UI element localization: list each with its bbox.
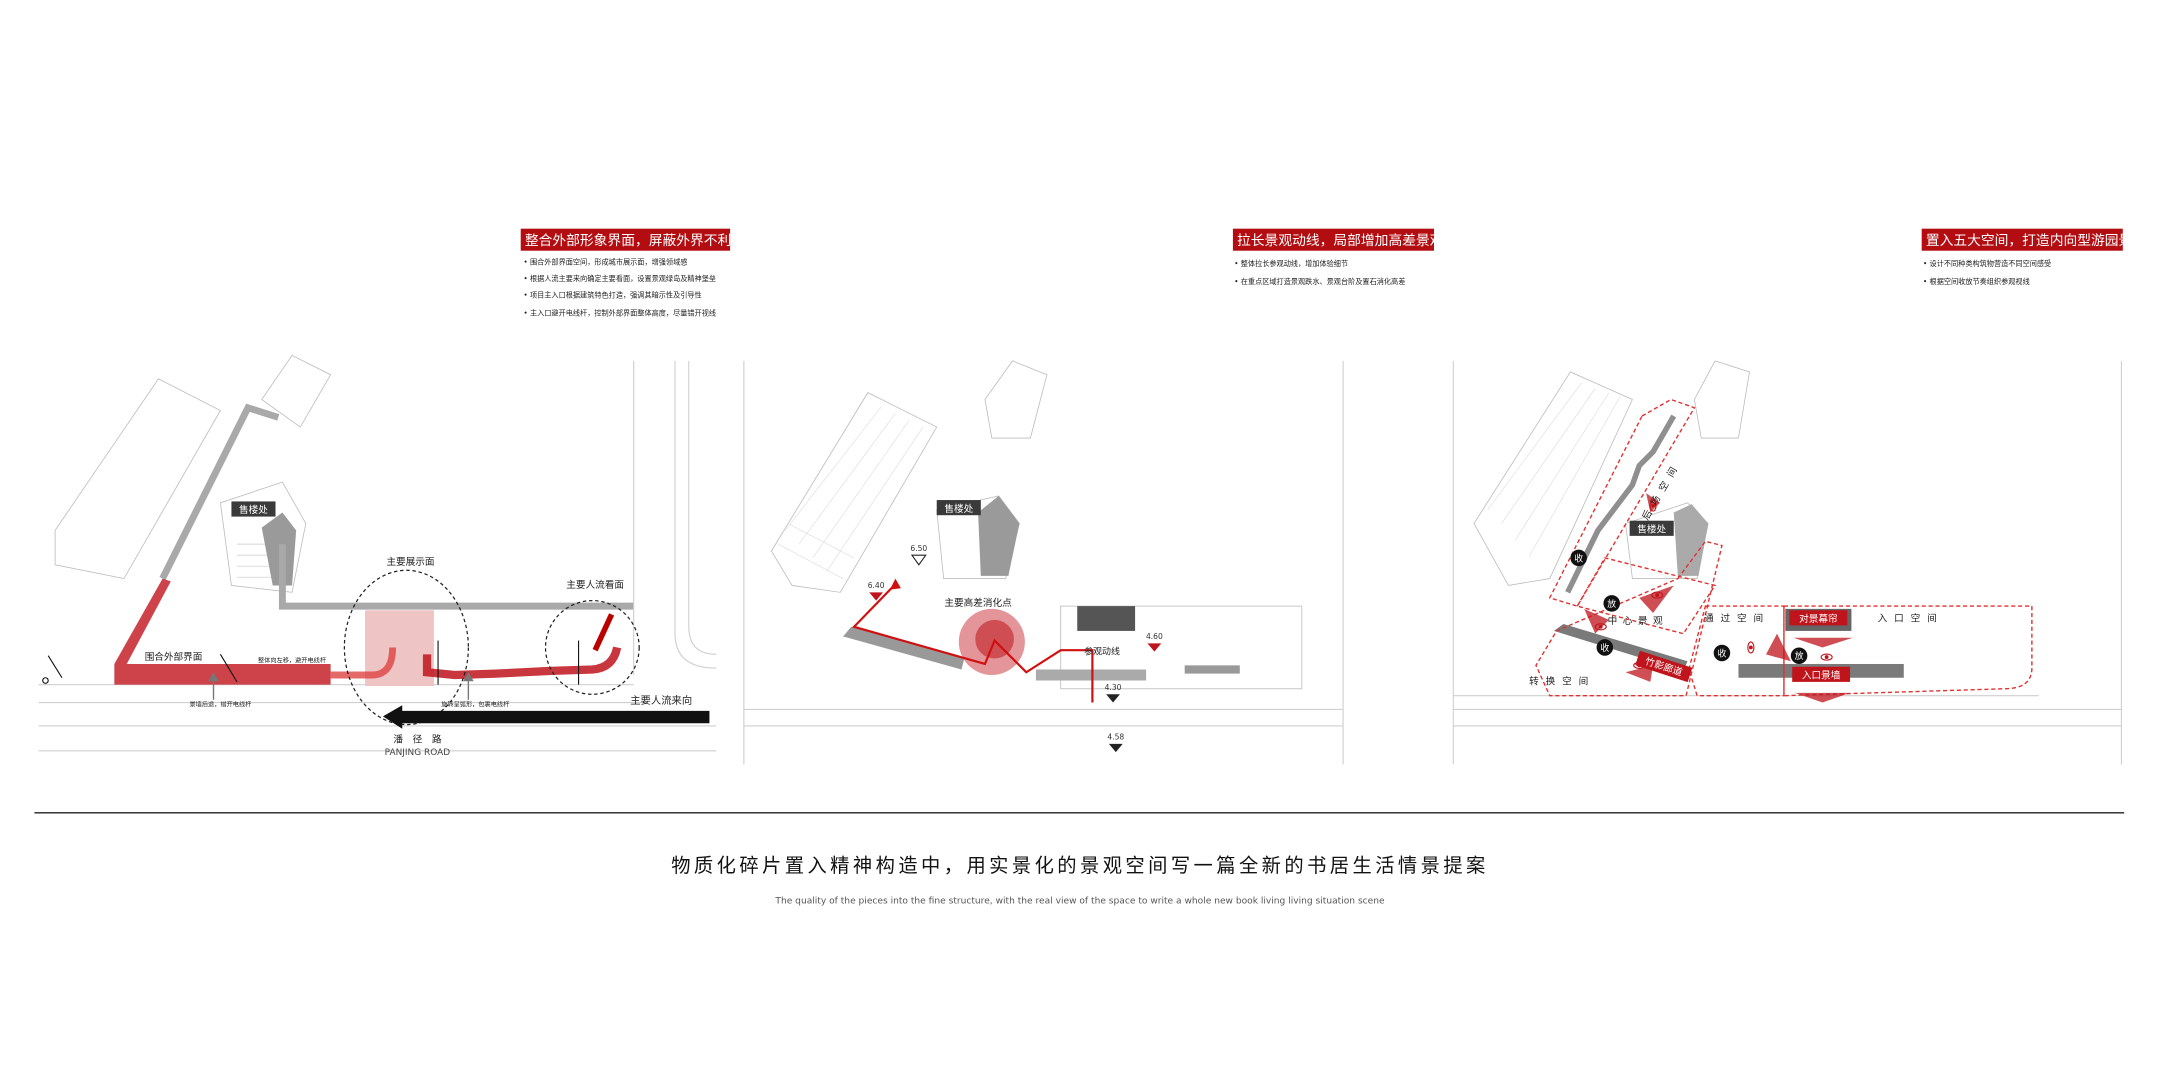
flow-direction-label: 主要人流来向: [630, 694, 692, 707]
bamboo-corridor-tag: [1635, 650, 1693, 683]
flow-arrow: [382, 705, 710, 729]
svg-text:收: 收: [1717, 647, 1726, 659]
road-name-en: PANJING ROAD: [385, 748, 451, 758]
elevation-marker: [910, 554, 927, 566]
residential-building: [770, 392, 938, 593]
svg-text:放: 放: [1795, 650, 1804, 662]
back-space-zone: [1548, 398, 1696, 607]
display-circle: [343, 569, 469, 726]
pavilion: [1077, 606, 1136, 631]
panel-1: 整合外部形象界面，屏蔽外界不利因素 • 围合外部界面空间，形成城市展示面，增强领…: [38, 228, 759, 758]
grey-path: [278, 544, 634, 610]
shou-marker: 收: [1570, 549, 1587, 567]
enclosure-label: 围合外部界面: [145, 651, 203, 663]
panel-1-text-block: 整合外部形象界面，屏蔽外界不利因素 • 围合外部界面空间，形成城市展示面，增强领…: [520, 228, 759, 317]
grey-path: [159, 403, 280, 581]
pass-space-zone: [1688, 605, 1785, 697]
panel-title: 置入五大空间，打造内向型游园景观: [1926, 232, 2146, 249]
bullet: • 整体拉长参观动线，增加体验细节: [1234, 259, 1348, 268]
enclosure-wall: [114, 578, 331, 685]
road-name-cn: 潘 径 路: [393, 734, 441, 746]
svg-text:收: 收: [1600, 642, 1609, 654]
rotate-arc-label: 旋转呈弧形，包裹电线杆: [441, 701, 509, 709]
sales-office-label: 售楼处: [1637, 523, 1666, 535]
bullet: • 根据空间收放节奏组织参观视线: [1923, 277, 2030, 286]
entry-space-zone: [1783, 605, 2033, 697]
sight-fans: [1584, 493, 1853, 703]
shift-left-label: 整体向左移，避开电线杆: [258, 657, 326, 665]
site-plan-3: 收 放 收 收 放 后场空间 售楼处 中心景观 通过空间 对景幕帘 入口空间 竹…: [1452, 360, 2122, 765]
title-bar: [1921, 228, 2123, 251]
elevation-label: 4.60: [1146, 632, 1163, 641]
footer-subtitle: The quality of the pieces into the fine …: [774, 897, 1385, 907]
visit-route: [852, 583, 1094, 703]
sales-office-label: 售楼处: [239, 504, 268, 516]
entry-space-label: 入口空间: [1878, 612, 1944, 624]
elevation-label: 4.30: [1105, 683, 1122, 692]
residential-building: [984, 360, 1048, 439]
shou-marker: 收: [1596, 639, 1614, 656]
bullet: • 设计不同种类构筑物营造不同空间感受: [1923, 259, 2051, 268]
panel-2-text-block: 拉长景观动线，局部增加高差景观 • 整体拉长参观动线，增加体验细节 • 在重点区…: [1232, 228, 1444, 286]
footer-title: 物质化碎片置入精神构造中，用实景化的景观空间写一篇全新的书居生活情景提案: [671, 854, 1489, 877]
entry-wall-label: 入口景墙: [1802, 669, 1841, 681]
height-point-label: 主要高差消化点: [944, 597, 1012, 609]
main-display-label: 主要展示面: [386, 556, 434, 568]
residential-building: [1693, 360, 1750, 439]
svg-text:收: 收: [1574, 552, 1583, 564]
entry-wall-tag: [1792, 666, 1851, 682]
view-curtain-tag: [1789, 610, 1848, 626]
fang-marker: 放: [1603, 595, 1620, 612]
elevation-marker: [1147, 643, 1162, 652]
pass-space-label: 通过空间: [1704, 612, 1770, 624]
sales-office-tag: [936, 500, 981, 516]
elevation-label: 6.40: [868, 581, 885, 590]
fang-marker: 放: [1790, 647, 1808, 664]
sales-office-label: 售楼处: [944, 503, 973, 515]
panel-2: 拉长景观动线，局部增加高差景观 • 整体拉长参观动线，增加体验细节 • 在重点区…: [743, 228, 1444, 765]
residential-building: [1473, 371, 1633, 586]
panel-3: 置入五大空间，打造内向型游园景观 • 设计不同种类构筑物营造不同空间感受 • 根…: [1452, 228, 2146, 765]
bullet: • 主入口避开电线杆，控制外部界面整体高度，尽量错开视线: [523, 308, 716, 317]
transition-zone: [1535, 540, 1723, 697]
elevation-marker: [1106, 694, 1120, 703]
bullet: • 在重点区域打造景观跌水、景观台阶及置石消化高差: [1234, 277, 1405, 286]
bullet: • 项目主入口根据建筑特色打造，强调其暗示性及引导性: [523, 291, 701, 300]
bullet: • 围合外部界面空间，形成城市展示面，增强领域感: [523, 257, 687, 266]
shou-marker: 收: [1713, 644, 1731, 662]
bullet: • 根据人流主要来向确定主要看面，设置景观绿岛及精神堡垒: [523, 274, 716, 283]
sales-office-tag: [231, 501, 276, 517]
center-landscape-label: 中心景观: [1608, 615, 1669, 627]
view-curtain-label: 对景幕帘: [1799, 613, 1838, 625]
transition-space-label: 转换空间: [1529, 676, 1595, 688]
title-bar: [1232, 228, 1435, 251]
svg-text:放: 放: [1607, 598, 1616, 610]
view-circle: [544, 599, 640, 695]
elevation-marker: [1108, 743, 1123, 753]
main-view-label: 主要人流看面: [566, 579, 624, 591]
elevation-marker: [869, 592, 884, 601]
site-plan-1: 售楼处: [38, 354, 717, 758]
elevation-label: 6.50: [910, 544, 927, 553]
site-plan-2: 售楼处 6.50 6.40 4.60 4.30 4.58 主要: [743, 360, 1344, 765]
arc-wall: [422, 646, 622, 680]
elevation-label: 4.58: [1107, 733, 1124, 742]
panel-3-text-block: 置入五大空间，打造内向型游园景观 • 设计不同种类构筑物营造不同空间感受 • 根…: [1921, 228, 2146, 286]
title-bar: [520, 228, 731, 251]
panel-title: 拉长景观动线，局部增加高差景观: [1237, 232, 1444, 249]
residential-building: [261, 354, 332, 428]
wall-back-label: 景墙后退，错开电线杆: [189, 701, 251, 709]
sales-office-tag: [1629, 520, 1674, 536]
back-path: [1565, 414, 1677, 594]
visit-route-label: 参观动线: [1084, 645, 1120, 657]
panel-title: 整合外部形象界面，屏蔽外界不利因素: [525, 233, 759, 249]
residential-building: [54, 378, 221, 580]
center-landscape-zone: [1576, 557, 1717, 635]
roof-shade: [261, 512, 297, 586]
